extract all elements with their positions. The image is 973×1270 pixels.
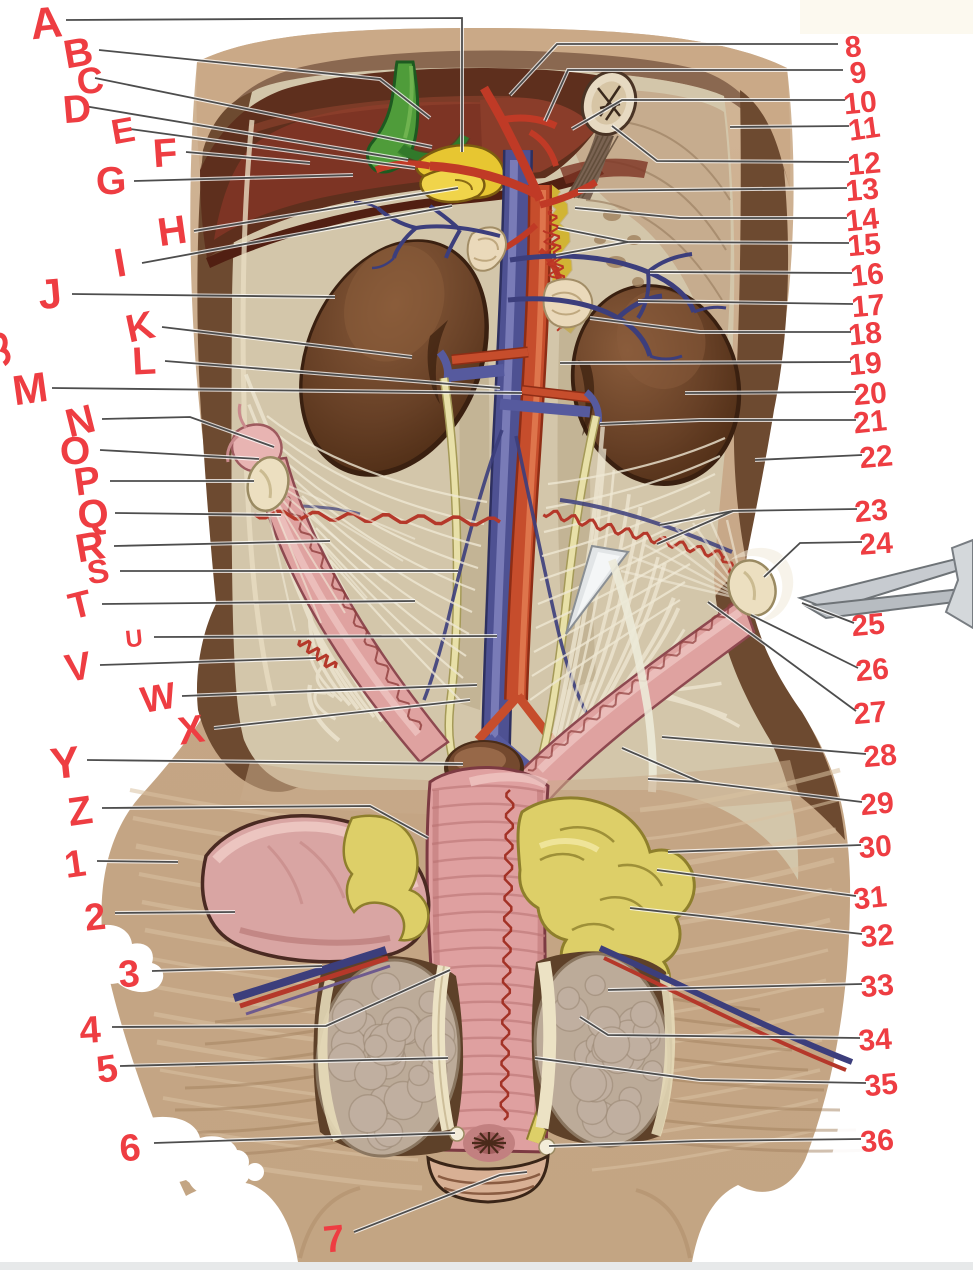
svg-text:29: 29 (859, 786, 895, 822)
svg-text:O: O (58, 429, 91, 474)
svg-text:31: 31 (852, 880, 889, 916)
svg-text:G: G (95, 159, 128, 204)
svg-text:19: 19 (847, 346, 883, 382)
svg-text:35: 35 (863, 1067, 899, 1103)
svg-text:26: 26 (854, 652, 890, 688)
svg-text:11: 11 (846, 111, 882, 148)
svg-text:P: P (71, 458, 103, 504)
svg-text:12: 12 (846, 146, 882, 182)
svg-text:25: 25 (850, 607, 886, 643)
svg-text:D: D (61, 87, 93, 132)
svg-text:33: 33 (859, 968, 895, 1004)
svg-text:X: X (175, 707, 207, 753)
svg-text:4: 4 (78, 1009, 102, 1052)
svg-text:L: L (131, 339, 157, 383)
svg-text:Z: Z (65, 788, 95, 835)
svg-text:Q: Q (76, 491, 111, 538)
svg-text:36: 36 (859, 1123, 895, 1159)
svg-text:M: M (9, 363, 50, 414)
svg-text:8: 8 (843, 30, 863, 64)
svg-text:U: U (124, 625, 144, 654)
svg-text:20: 20 (852, 376, 888, 412)
svg-text:24: 24 (858, 527, 894, 562)
svg-text:28: 28 (862, 738, 898, 774)
svg-text:7: 7 (321, 1218, 346, 1262)
svg-text:10: 10 (842, 85, 879, 121)
svg-text:34: 34 (857, 1023, 893, 1058)
svg-text:F: F (151, 131, 178, 177)
svg-text:27: 27 (852, 695, 888, 731)
svg-text:6: 6 (118, 1127, 143, 1171)
svg-text:30: 30 (857, 829, 893, 865)
svg-text:H: H (155, 208, 190, 256)
svg-text:3: 3 (117, 953, 142, 997)
svg-text:23: 23 (853, 493, 889, 529)
svg-text:14: 14 (844, 202, 881, 238)
svg-text:A: A (28, 0, 65, 49)
svg-text:W: W (137, 675, 179, 721)
svg-text:17: 17 (850, 288, 886, 324)
svg-text:18: 18 (847, 316, 884, 352)
svg-text:2: 2 (82, 896, 107, 940)
svg-text:21: 21 (852, 404, 889, 440)
svg-text:32: 32 (859, 918, 895, 954)
svg-text:J: J (36, 269, 63, 318)
svg-text:S: S (85, 552, 112, 592)
svg-text:13: 13 (844, 172, 880, 208)
svg-text:16: 16 (849, 257, 886, 293)
svg-text:15: 15 (846, 227, 882, 263)
svg-text:9: 9 (848, 56, 868, 91)
svg-text:C: C (74, 59, 106, 103)
svg-text:Y: Y (48, 737, 82, 789)
svg-text:22: 22 (858, 439, 894, 475)
